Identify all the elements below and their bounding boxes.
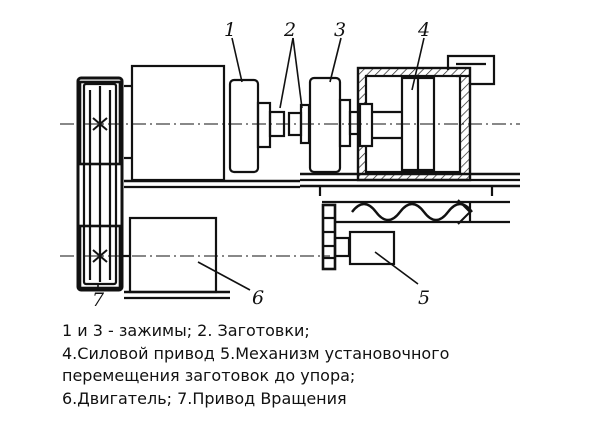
clamp-left bbox=[228, 78, 260, 174]
caption-line-3: перемещения заготовок до упора; bbox=[62, 366, 356, 385]
label-power-drive: 4 bbox=[417, 19, 430, 41]
label-clamp-left: 1 bbox=[224, 19, 236, 41]
caption-line-2: 4.Силовой привод 5.Механизм установочног… bbox=[62, 343, 450, 363]
leader-lines bbox=[97, 37, 425, 291]
clamp-right bbox=[308, 76, 342, 174]
label-rotation-drive: 7 bbox=[92, 289, 105, 311]
bed bbox=[124, 172, 520, 196]
headstock bbox=[130, 64, 226, 182]
stop-mechanism bbox=[321, 203, 396, 271]
power-drive-cylinder bbox=[356, 54, 496, 182]
lead-screw bbox=[322, 199, 510, 225]
caption-line-4: 6.Двигатель; 7.Привод Вращения bbox=[62, 388, 347, 408]
label-clamp-right: 3 bbox=[334, 19, 346, 41]
motor bbox=[120, 216, 230, 300]
label-workpieces: 2 bbox=[283, 19, 296, 41]
label-motor: 6 bbox=[252, 287, 264, 309]
machine-schematic: 1 2 3 4 5 6 7 bbox=[60, 19, 520, 311]
caption-line-1: 1 и 3 - зажимы; 2. Заготовки; bbox=[62, 321, 310, 340]
rotation-drive-belt bbox=[76, 76, 124, 292]
label-stop-mechanism: 5 bbox=[418, 287, 430, 309]
legend-caption: 1 и 3 - зажимы; 2. Заготовки; 4.Силовой … bbox=[62, 320, 592, 410]
